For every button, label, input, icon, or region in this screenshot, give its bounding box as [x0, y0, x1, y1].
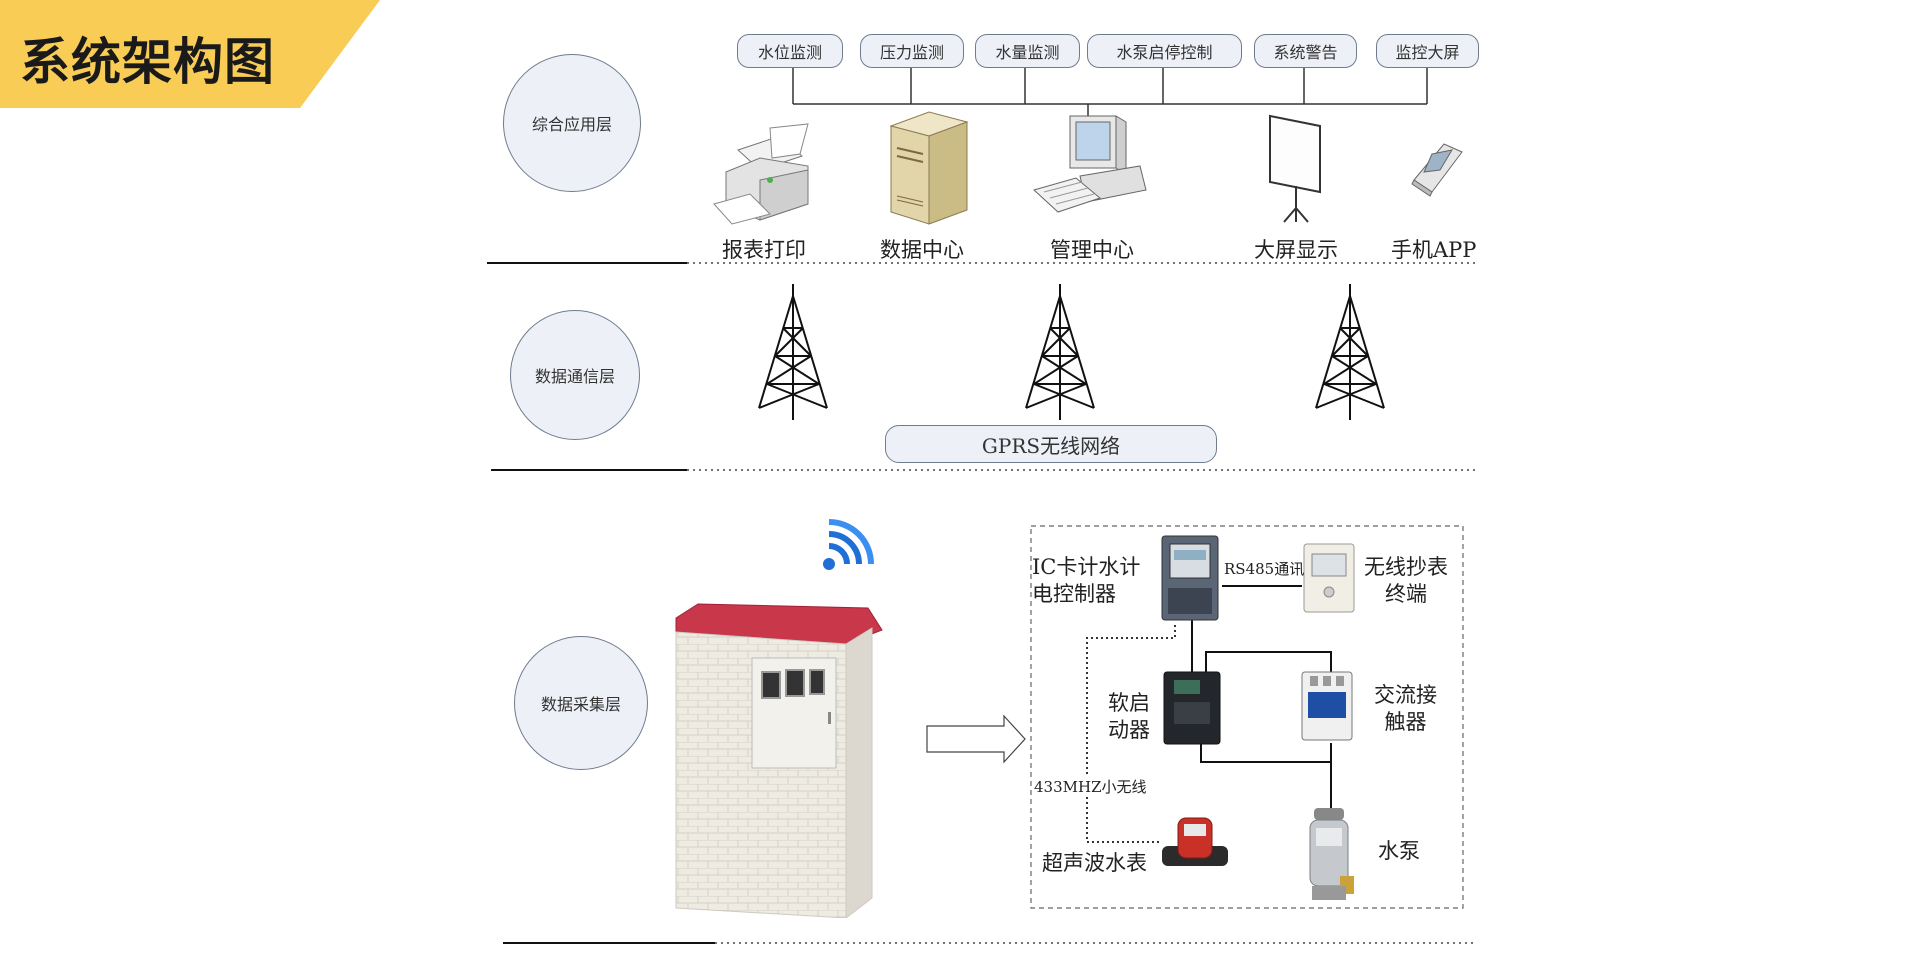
layer-application-label: 综合应用层 — [531, 115, 612, 134]
well-cabinet-image — [675, 603, 883, 918]
wifi-icon — [823, 519, 874, 570]
server-icon — [889, 111, 969, 225]
soft-starter-label: 软启 动器 — [1108, 691, 1150, 742]
tower-icon — [758, 284, 828, 420]
radio-433-label: 433MHZ小无线 — [1034, 776, 1147, 797]
function-pump-control: 水泵启停控制 — [1087, 34, 1242, 68]
ic-controller-icon — [1161, 535, 1219, 621]
gprs-network-label: GPRS无线网络 — [981, 433, 1121, 458]
ultrasonic-meter-label: 超声波水表 — [1042, 851, 1147, 875]
function-water-volume: 水量监测 — [975, 34, 1080, 68]
device-label-report-print: 报表打印 — [722, 238, 806, 262]
mobile-phone-icon — [1411, 143, 1463, 197]
device-label-mobile-app: 手机APP — [1391, 238, 1477, 262]
tower-icon — [1315, 284, 1385, 420]
wireless-reader-label: 无线抄表 终端 — [1364, 555, 1448, 606]
layer-acquisition-label: 数据采集层 — [540, 695, 621, 714]
device-label-data-center: 数据中心 — [880, 238, 964, 262]
ac-contactor-icon — [1301, 671, 1353, 741]
ultrasonic-water-meter-icon — [1162, 817, 1228, 866]
gprs-network-pill: GPRS无线网络 — [885, 425, 1217, 463]
computer-icon — [1033, 115, 1147, 213]
layer-acquisition-circle: 数据采集层 — [514, 636, 648, 770]
wireless-meter-terminal-icon — [1303, 543, 1355, 613]
printer-icon — [713, 123, 809, 225]
page-title: 系统架构图 — [20, 33, 275, 91]
water-pump-icon — [1309, 808, 1354, 900]
function-pressure: 压力监测 — [860, 34, 964, 68]
projection-screen-icon — [1269, 114, 1321, 223]
water-pump-label: 水泵 — [1378, 839, 1420, 863]
tower-icon — [1025, 284, 1095, 420]
contactor-label: 交流接 触器 — [1374, 683, 1437, 734]
soft-starter-icon — [1163, 671, 1221, 745]
rs485-label: RS485通讯 — [1224, 560, 1305, 578]
layer-communication-label: 数据通信层 — [534, 367, 615, 386]
device-label-management-center: 管理中心 — [1050, 238, 1134, 262]
function-monitor-screen: 监控大屏 — [1376, 34, 1479, 68]
ic-controller-label: IC卡计水计 电控制器 — [1032, 555, 1141, 606]
function-system-alert: 系统警告 — [1254, 34, 1357, 68]
device-label-big-screen: 大屏显示 — [1254, 238, 1338, 262]
function-water-level: 水位监测 — [737, 34, 843, 68]
layer-communication-circle: 数据通信层 — [510, 310, 640, 440]
layer-application-circle: 综合应用层 — [503, 54, 641, 192]
